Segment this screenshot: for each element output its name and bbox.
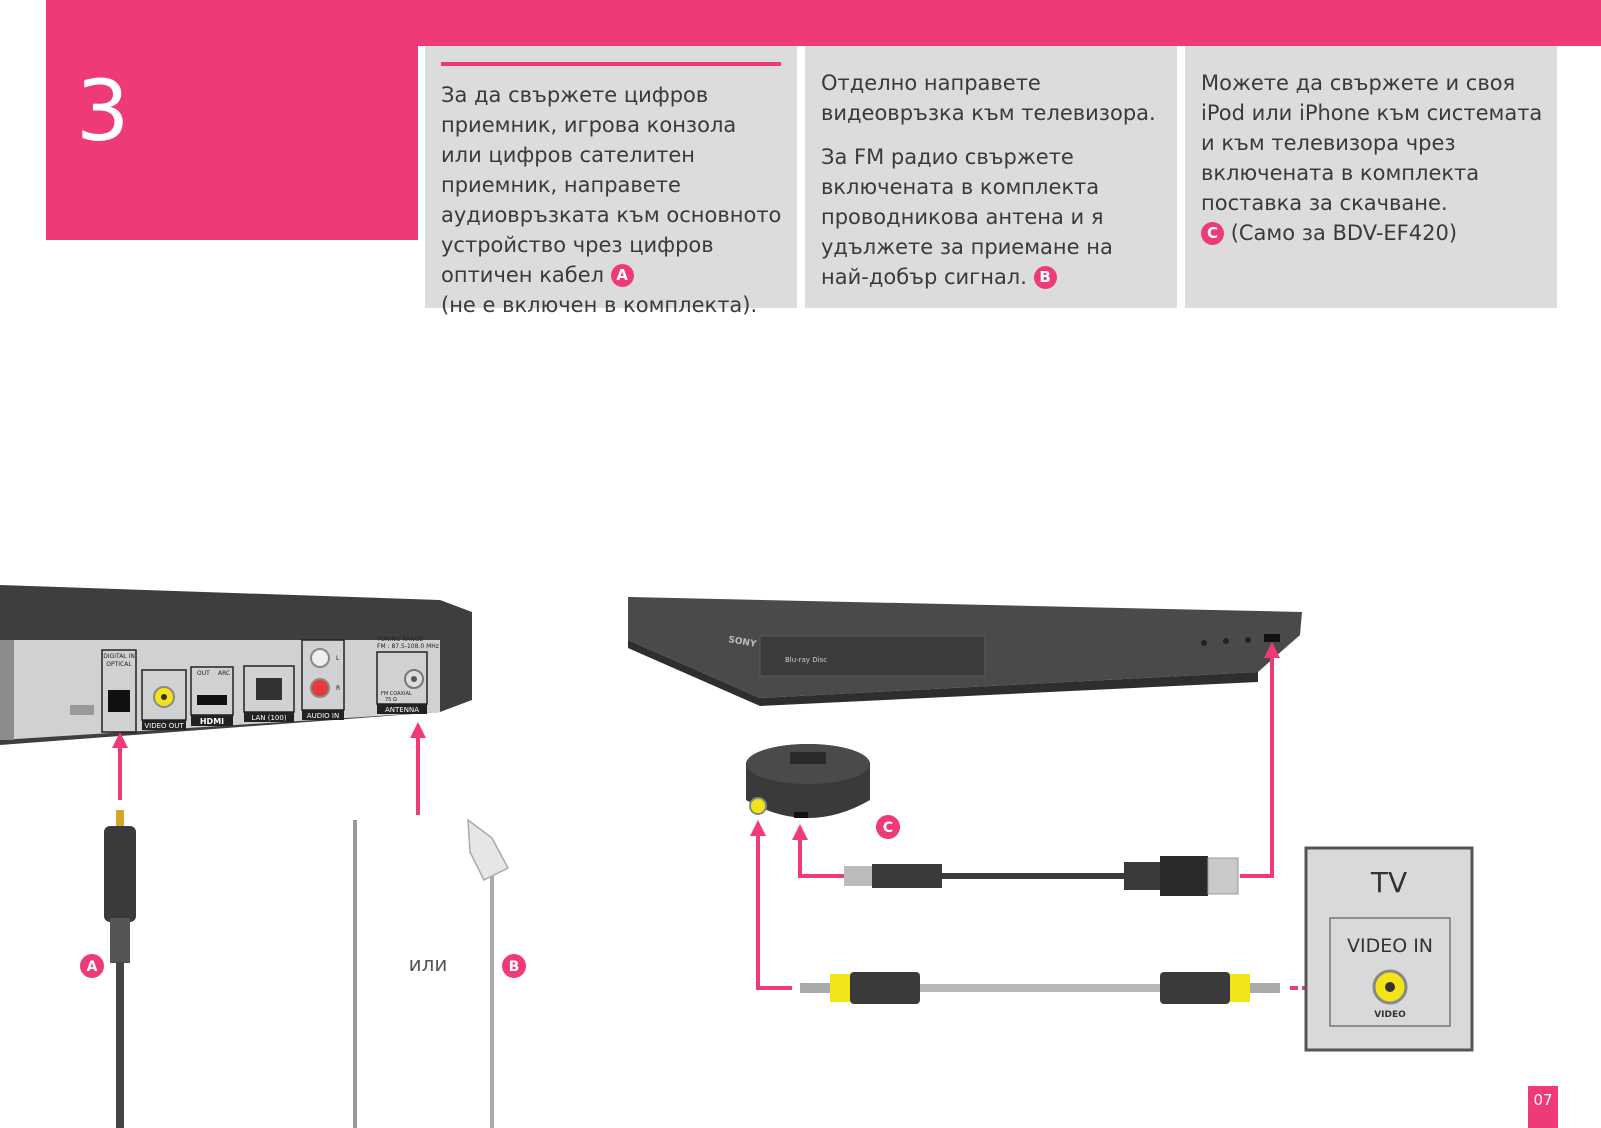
or-text: или: [409, 952, 448, 976]
optical-cable: [104, 732, 136, 1128]
audio-r-label: R: [336, 685, 340, 692]
marker-b-label: B: [509, 959, 520, 975]
panel-text: За да свържете цифров приемник, игрова к…: [441, 80, 783, 320]
optical-note-text: (не е включен в комплекта).: [441, 293, 758, 317]
lan-label: LAN (100): [251, 714, 286, 722]
tuning-range-label: TUNING RANGE: [376, 636, 424, 643]
audio-l-label: L: [336, 655, 340, 662]
video-instruction-text: Отделно направете видеовръзка към телеви…: [821, 71, 1156, 125]
antenna-label: ANTENNA: [385, 706, 419, 714]
brand-label: SONY: [727, 635, 757, 650]
usb-cable: [792, 642, 1280, 896]
panel-accent-line: [441, 62, 781, 66]
fm-range-label: FM : 87.5-108.0 MHz: [377, 643, 439, 650]
tv-title: TV: [1370, 866, 1407, 899]
main-unit-front: SONY Blu-ray Disc: [628, 597, 1302, 706]
fm-instruction-text: За FM радио свържете включената в компле…: [821, 145, 1113, 289]
hdmi-arc-label: ARC: [218, 670, 230, 677]
instruction-panel-dock: Можете да свържете и своя iPod или iPhon…: [1185, 46, 1557, 308]
dock-note-text: (Само за BDV-EF420): [1230, 221, 1458, 245]
marker-a-label: A: [87, 959, 98, 975]
marker-c-label: C: [883, 820, 893, 836]
dock-instruction-text: Можете да свържете и своя iPod или iPhon…: [1201, 71, 1543, 215]
ohm-label: 75 Ω: [385, 697, 397, 703]
hdmi-label: HDMI: [200, 717, 224, 726]
video-out-label: VIDEO OUT: [144, 722, 184, 730]
panel-text: За FM радио свържете включената в компле…: [821, 142, 1163, 292]
main-unit-rear: DIGITAL IN OPTICAL VIDEO OUT OUT ARC HDM…: [0, 585, 472, 745]
step-number: 3: [76, 62, 130, 160]
audio-in-label: AUDIO IN: [307, 712, 339, 720]
instruction-panel-optical: За да свържете цифров приемник, игрова к…: [425, 46, 797, 317]
hdmi-out-label: OUT: [197, 670, 210, 677]
bullet-c-icon: C: [1201, 222, 1224, 245]
page-number: 07: [1528, 1086, 1558, 1128]
coaxial-antenna: [410, 722, 510, 1128]
marker-c: C: [876, 815, 900, 839]
marker-a: A: [80, 954, 104, 978]
digital-in-label: DIGITAL IN: [103, 653, 135, 660]
instruction-panel-video-fm: Отделно направете видеовръзка към телеви…: [805, 46, 1177, 308]
video-in-label: VIDEO IN: [1347, 935, 1433, 957]
bluray-label: Blu-ray Disc: [785, 656, 827, 664]
video-cable: [750, 820, 1370, 1004]
top-accent-bar: [46, 0, 1601, 46]
video-jack-label: VIDEO: [1374, 1010, 1406, 1020]
optical-label: OPTICAL: [106, 661, 132, 668]
tv-box: TV VIDEO IN VIDEO: [1304, 846, 1474, 1052]
panel-text: Можете да свържете и своя iPod или iPhon…: [1201, 68, 1543, 248]
bullet-a-icon: A: [610, 264, 634, 287]
fm-coaxial-label: FM COAXIAL: [381, 691, 412, 697]
optical-instruction-text: За да свържете цифров приемник, игрова к…: [441, 83, 782, 287]
bullet-b-icon: B: [1033, 266, 1057, 289]
step-box: 3: [46, 46, 418, 240]
ipod-dock: [746, 744, 870, 818]
marker-b: B: [502, 954, 526, 978]
